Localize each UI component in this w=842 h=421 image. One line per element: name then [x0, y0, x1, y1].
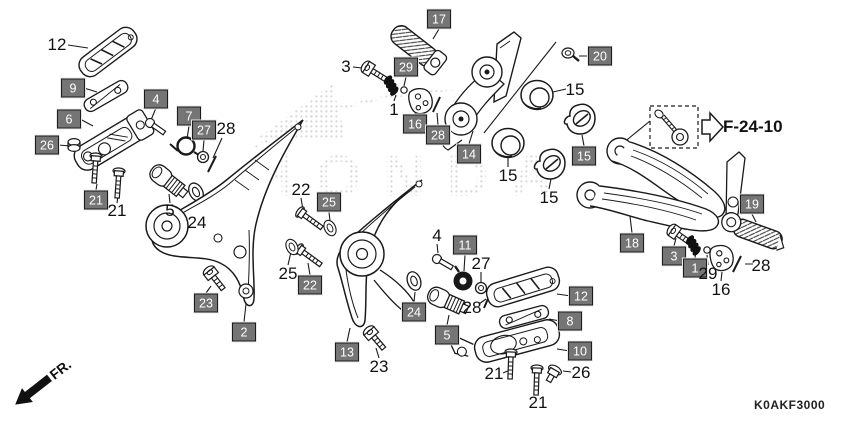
- part-callout-plain-28: 28: [462, 298, 482, 317]
- part-23-bolt: [200, 263, 229, 294]
- part-callout-plain-21: 21: [107, 201, 127, 220]
- front-direction-indicator: FR.: [15, 356, 75, 405]
- part-19-rear-footpeg: [721, 212, 785, 251]
- part-callout-boxed-11: 11: [453, 235, 477, 255]
- part-callout-boxed-12: 12: [569, 286, 593, 306]
- part-callout-boxed-23: 23: [194, 293, 218, 313]
- part-28-snap-pin: [732, 255, 742, 273]
- part-23-bolt: [360, 323, 390, 354]
- part-callout-boxed-16: 16: [403, 114, 427, 134]
- part-callout-plain-15: 15: [539, 188, 559, 207]
- part-13-step-bracket: [336, 179, 423, 328]
- part-26-nut: [67, 137, 81, 153]
- reference-arrow-icon: [701, 111, 725, 143]
- part-29-steel-ball: [703, 246, 711, 254]
- part-9-setting-plate: [83, 79, 129, 113]
- part-21-bolt: [110, 166, 126, 199]
- part-callout-boxed-14: 14: [457, 144, 481, 164]
- part-callout-boxed-8: 8: [558, 311, 582, 331]
- part-callout-boxed-9: 9: [61, 78, 85, 98]
- part-25-washer: [320, 217, 340, 239]
- part-callout-plain-4: 4: [432, 226, 442, 245]
- part-callout-plain-28: 28: [751, 256, 771, 275]
- part-callout-plain-29: 29: [698, 264, 718, 283]
- part-callout-boxed-17: 17: [427, 9, 451, 29]
- part-29-steel-ball: [400, 86, 408, 94]
- part-callout-plain-3: 3: [341, 57, 351, 76]
- part-callout-boxed-4: 4: [144, 89, 168, 109]
- part-callout-boxed-20: 20: [588, 46, 612, 66]
- part-28-snap-pin: [432, 96, 441, 113]
- part-7-return-spring: [169, 136, 203, 158]
- part-callout-boxed-13: 13: [335, 342, 359, 362]
- part-callout-plain-27: 27: [471, 254, 491, 273]
- drawing-code: K0AKF3000: [754, 398, 826, 412]
- part-callout-boxed-10: 10: [568, 341, 592, 361]
- part-callout-plain-1: 1: [389, 100, 399, 119]
- part-12-front-left-pad: [78, 26, 138, 78]
- part-callout-plain-25: 25: [278, 264, 298, 283]
- part-15-collar: [491, 127, 525, 159]
- part-24-washer: [403, 269, 425, 293]
- part-callout-boxed-3: 3: [662, 246, 686, 266]
- part-callout-boxed-19: 19: [740, 194, 764, 214]
- part-2-step-bracket: [145, 119, 304, 307]
- part-callout-boxed-26: 26: [35, 135, 59, 155]
- part-callout-boxed-15: 15: [572, 146, 596, 166]
- part-26-flange-bolt: [545, 364, 562, 384]
- part-callout-boxed-1: 1: [683, 258, 707, 278]
- part-callout-boxed-2: 2: [232, 322, 256, 342]
- part-11-rubber-ring: [453, 265, 473, 291]
- part-callout-plain-26: 26: [571, 363, 591, 382]
- part-callout-plain-16: 16: [711, 280, 731, 299]
- part-callout-boxed-21: 21: [84, 190, 108, 210]
- part-15-rubber: [563, 103, 596, 135]
- part-callout-boxed-22: 22: [298, 275, 322, 295]
- part-21-bolt: [529, 364, 544, 396]
- part-callout-plain-21: 21: [484, 364, 504, 383]
- reference-page-label: F-24-10: [723, 117, 783, 136]
- part-18-rear-step-arm-lower: [576, 151, 746, 232]
- part-callout-boxed-24: 24: [402, 302, 426, 322]
- part-4-joint-pin: [430, 252, 456, 273]
- part-callout-plain-21: 21: [528, 393, 548, 412]
- part-callout-boxed-5: 5: [435, 325, 459, 345]
- part-callout-boxed-28: 28: [426, 125, 450, 145]
- part-17-footpeg: [390, 25, 448, 76]
- part-callout-boxed-18: 18: [620, 233, 644, 253]
- part-callout-plain-28: 28: [216, 119, 236, 138]
- part-6-front-left-step-holder: [73, 109, 155, 171]
- part-callout-plain-5: 5: [165, 201, 175, 220]
- part-8-setting-plate: [498, 304, 550, 330]
- part-callout-boxed-6: 6: [57, 109, 81, 129]
- part-callout-plain-15: 15: [498, 166, 518, 185]
- part-21-bolt: [503, 348, 518, 380]
- part-callout-plain-24: 24: [187, 213, 207, 232]
- part-27-washer: [474, 281, 488, 295]
- reference-callout: [649, 105, 725, 149]
- part-27-washer: [196, 150, 210, 164]
- part-callout-plain-23: 23: [369, 357, 389, 376]
- part-callout-boxed-25: 25: [317, 192, 341, 212]
- part-20-screw: [561, 47, 580, 62]
- part-callout-plain-12: 12: [47, 35, 67, 54]
- part-18-rear-step-arm-upper: [606, 137, 726, 218]
- part-callout-plain-22: 22: [291, 180, 311, 199]
- part-callout-plain-15: 15: [565, 80, 585, 99]
- part-28-snap-pin: [207, 155, 217, 173]
- part-callout-boxed-29: 29: [394, 57, 418, 77]
- part-callout-boxed-27: 27: [192, 120, 216, 140]
- part-12-rear-left-pad: [485, 266, 561, 308]
- part-15-collar: [520, 79, 554, 111]
- front-direction-label: FR.: [47, 356, 75, 382]
